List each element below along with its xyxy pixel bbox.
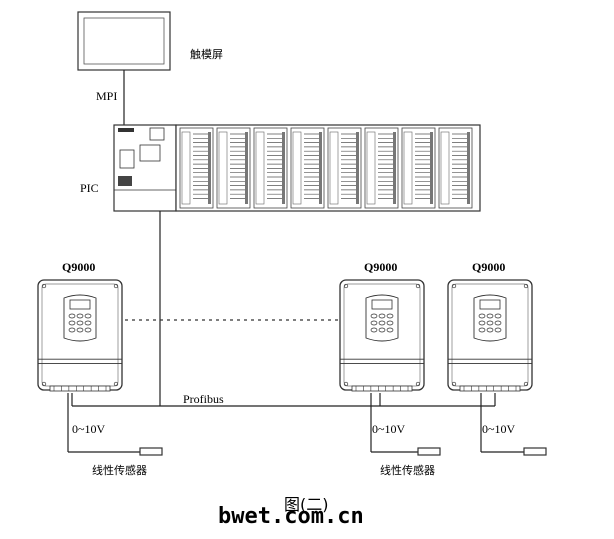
plc-io-module <box>364 127 399 209</box>
drive-2-model: Q9000 <box>364 260 397 274</box>
inverter-drive-1 <box>37 279 123 392</box>
plc-io-module <box>216 127 251 209</box>
profibus-label: Profibus <box>183 392 224 406</box>
plc-io-module <box>253 127 288 209</box>
sensor-3 <box>523 447 547 456</box>
plc-io-module <box>327 127 362 209</box>
drive-1-model: Q9000 <box>62 260 95 274</box>
sensor-1-label: 线性传感器 <box>92 463 147 477</box>
sensor-2-label: 线性传感器 <box>380 463 435 477</box>
drive-1-voltage: 0~10V <box>72 422 105 436</box>
plc-rack <box>113 124 481 212</box>
touch-screen <box>77 11 171 71</box>
drive-2-voltage: 0~10V <box>372 422 405 436</box>
sensor-2 <box>417 447 441 456</box>
sensor-1 <box>139 447 163 456</box>
drive-3-voltage: 0~10V <box>482 422 515 436</box>
plc-io-module <box>438 127 473 209</box>
plc-label: PIC <box>80 181 99 195</box>
inverter-drive-3 <box>447 279 533 392</box>
mpi-label: MPI <box>96 89 117 103</box>
watermark-text: bwet.com.cn <box>218 504 364 529</box>
inverter-drive-2 <box>339 279 425 392</box>
figure-caption: 图(二) <box>284 495 329 514</box>
drive-3-model: Q9000 <box>472 260 505 274</box>
plc-io-module <box>290 127 325 209</box>
touch-screen-label: 触模屏 <box>190 47 223 61</box>
plc-io-module <box>179 127 214 209</box>
plc-io-module <box>401 127 436 209</box>
